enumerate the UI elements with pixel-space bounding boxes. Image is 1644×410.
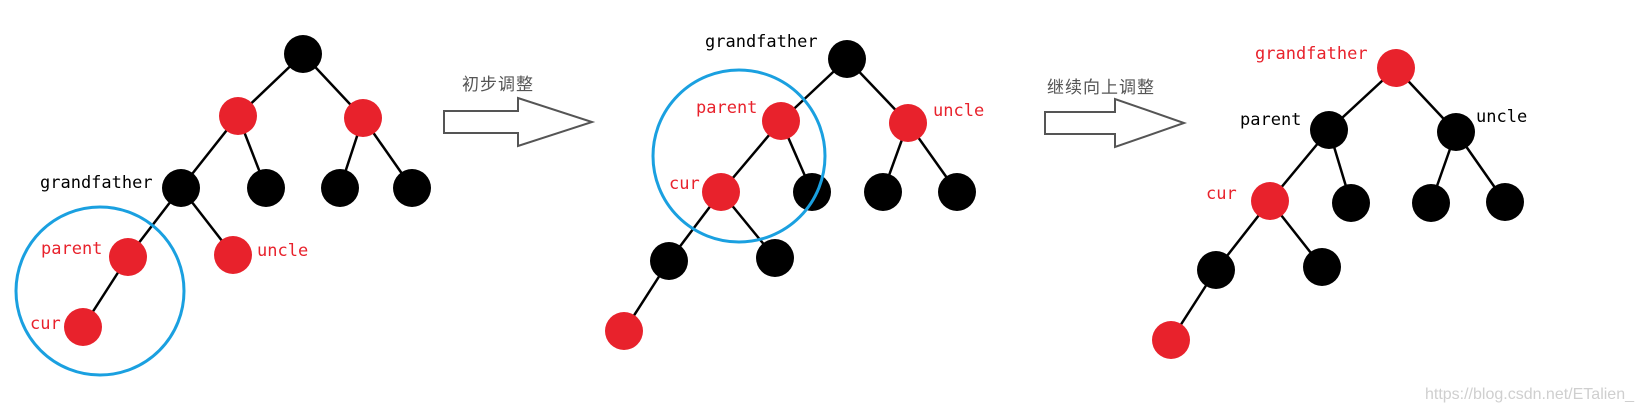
black-tree-node: [1303, 248, 1341, 286]
red-tree-node: [344, 99, 382, 137]
black-tree-node: [793, 173, 831, 211]
red-tree-node: [1251, 182, 1289, 220]
red-tree-node: [702, 173, 740, 211]
black-tree-node: [1332, 184, 1370, 222]
step-arrow-2: 继续向上调整: [1044, 78, 1188, 149]
black-tree-node: [1310, 111, 1348, 149]
red-tree-node: [214, 236, 252, 274]
right-arrow-icon: [443, 96, 596, 148]
black-tree-node: [321, 169, 359, 207]
node-label: parent: [1240, 110, 1301, 130]
node-label: grandfather: [705, 32, 818, 52]
red-tree-node: [605, 312, 643, 350]
node-label: grandfather: [1255, 44, 1368, 64]
node-label: cur: [669, 174, 700, 194]
arrow-label: 初步调整: [462, 75, 534, 95]
node-label: uncle: [933, 101, 984, 121]
black-tree-node: [162, 169, 200, 207]
node-label: uncle: [1476, 107, 1527, 127]
node-label: cur: [1206, 184, 1237, 204]
black-tree-node: [393, 169, 431, 207]
black-tree-node: [1437, 113, 1475, 151]
black-tree-node: [1486, 183, 1524, 221]
red-tree-node: [762, 102, 800, 140]
black-tree-node: [828, 40, 866, 78]
black-tree-node: [1197, 251, 1235, 289]
step-1-tree: grandfather parent uncle cur: [14, 35, 431, 377]
red-tree-node: [64, 308, 102, 346]
node-label: parent: [41, 239, 102, 259]
step-1-labels: grandfather parent uncle cur: [30, 173, 308, 334]
arrow-label: 继续向上调整: [1047, 78, 1155, 98]
step-2-tree: grandfather parent uncle cur: [605, 32, 984, 350]
black-tree-node: [284, 35, 322, 73]
black-tree-node: [650, 242, 688, 280]
highlight-circle: [14, 205, 186, 377]
step-1-nodes: [64, 35, 431, 346]
watermark: https://blog.csdn.net/ETalien_: [1424, 386, 1634, 403]
black-tree-node: [756, 239, 794, 277]
step-3-labels: grandfather parent uncle cur: [1206, 44, 1527, 204]
node-label: grandfather: [40, 173, 153, 193]
red-tree-node: [1377, 49, 1415, 87]
red-tree-node: [1152, 321, 1190, 359]
step-arrow-1: 初步调整: [443, 75, 596, 148]
node-label: cur: [30, 314, 61, 334]
red-tree-node: [219, 97, 257, 135]
black-tree-node: [1412, 184, 1450, 222]
step-3-nodes: [1152, 49, 1524, 359]
red-tree-node: [889, 104, 927, 142]
black-tree-node: [938, 173, 976, 211]
red-tree-node: [109, 238, 147, 276]
black-tree-node: [247, 169, 285, 207]
step-2-labels: grandfather parent uncle cur: [669, 32, 984, 194]
black-tree-node: [864, 173, 902, 211]
step-2-nodes: [605, 40, 976, 350]
right-arrow-icon: [1044, 97, 1188, 149]
highlight-circle: [651, 68, 827, 244]
step-3-tree: grandfather parent uncle cur: [1152, 44, 1527, 359]
node-label: parent: [696, 98, 757, 118]
node-label: uncle: [257, 241, 308, 261]
